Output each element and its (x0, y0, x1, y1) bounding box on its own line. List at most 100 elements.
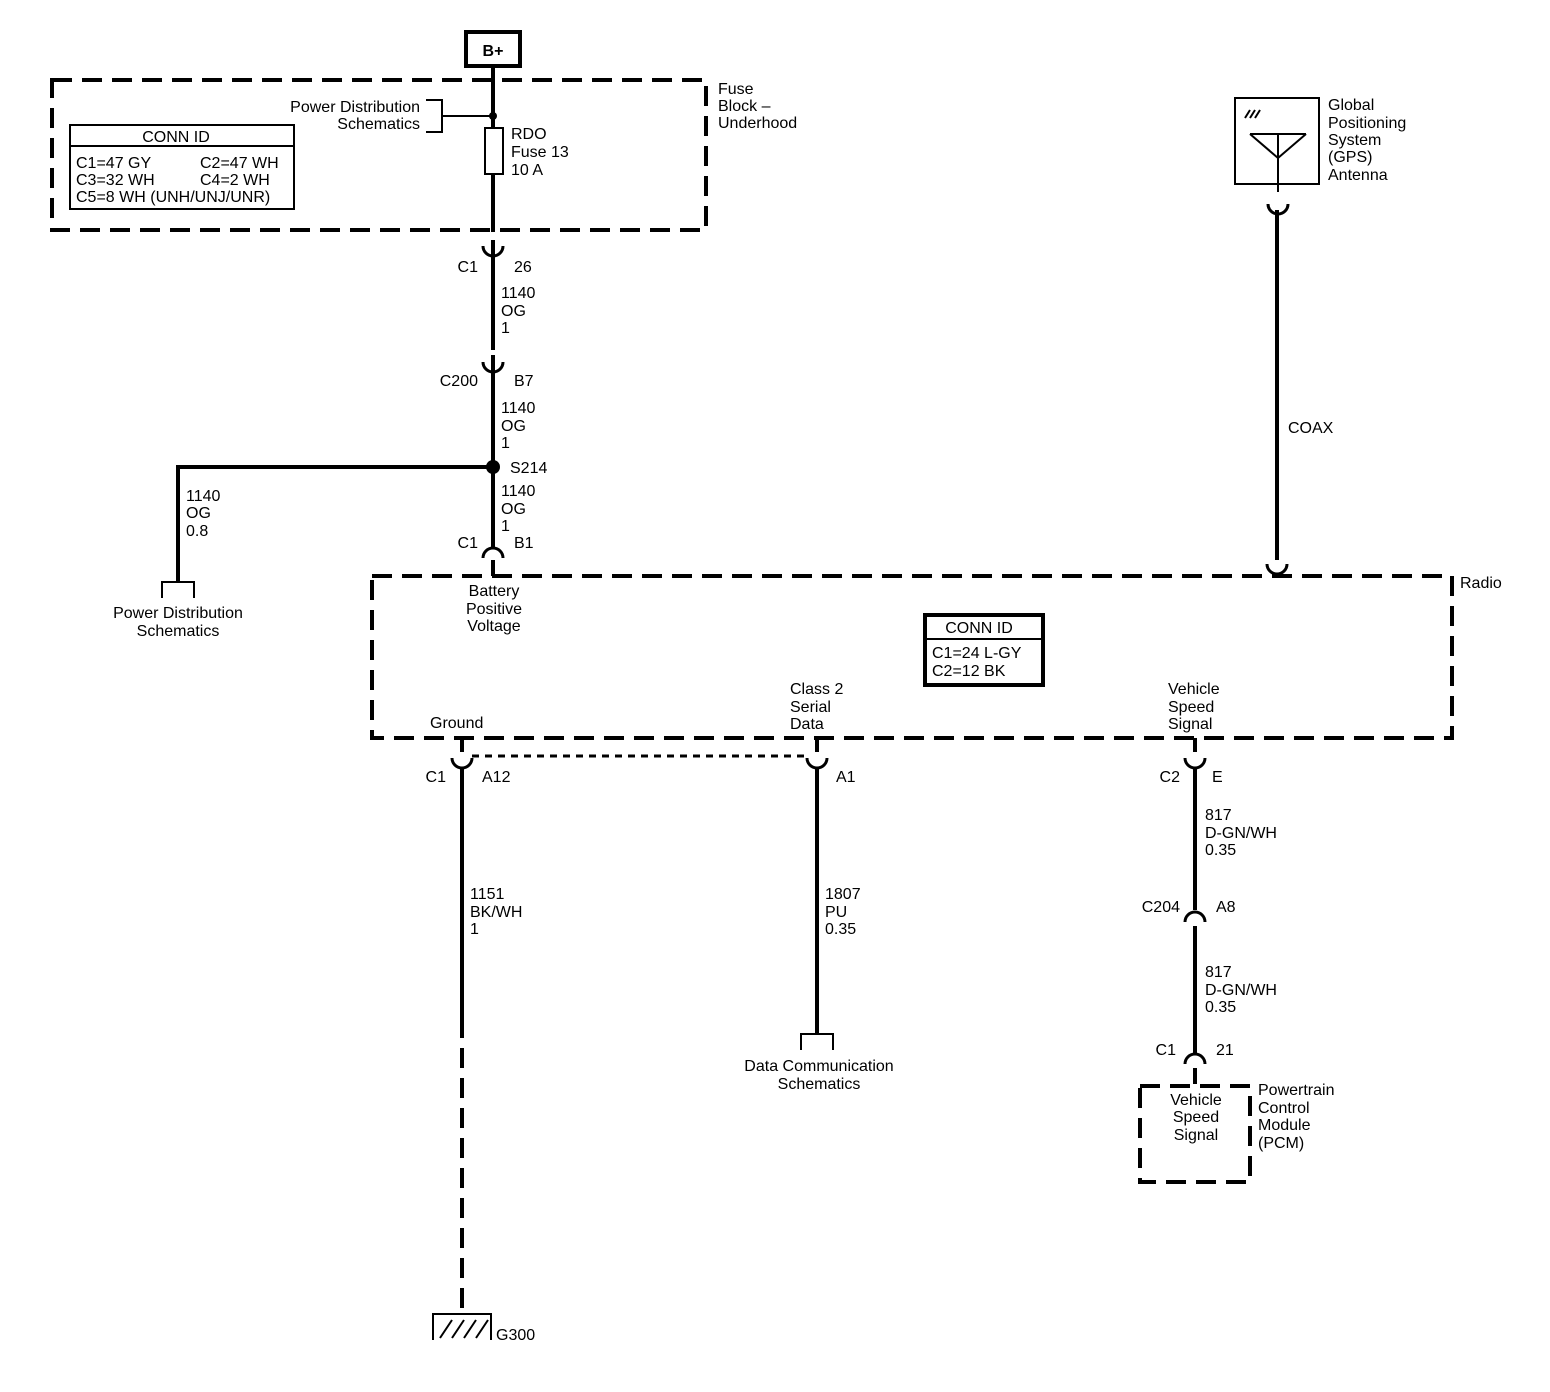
data-connector-icon (805, 757, 829, 770)
c204-connector-icon (1183, 910, 1207, 923)
svg-text:Speed: Speed (1168, 699, 1214, 716)
svg-text:C3=32 WH: C3=32 WH (76, 172, 155, 189)
svg-text:(PCM): (PCM) (1258, 1135, 1304, 1152)
ground-a12-label: A12 (482, 769, 511, 786)
radio-label: Radio (1460, 575, 1502, 592)
vss-c2-connector-icon (1183, 757, 1207, 770)
c200-pin-label: B7 (514, 373, 534, 390)
svg-text:1140: 1140 (501, 483, 536, 500)
power-dist-label-bottom: Power Distribution Schematics (113, 605, 243, 640)
svg-text:1807: 1807 (825, 886, 861, 903)
c1-pin-label: 26 (514, 259, 532, 276)
svg-text:OG: OG (501, 303, 526, 320)
data-communication-label: Data Communication Schematics (744, 1058, 893, 1093)
svg-text:C1=47 GY: C1=47 GY (76, 155, 151, 172)
svg-text:(GPS): (GPS) (1328, 149, 1372, 166)
vss-e-pin-label: E (1212, 769, 1223, 786)
svg-text:Fuse: Fuse (718, 81, 754, 98)
fuse-label: RDO Fuse 13 10 A (511, 126, 569, 179)
fuse-block-label: Fuse Block – Underhood (718, 81, 797, 132)
svg-text:Control: Control (1258, 1100, 1310, 1117)
svg-text:Data Communication: Data Communication (744, 1058, 893, 1075)
svg-text:Class 2: Class 2 (790, 681, 843, 698)
c204-label: C204 (1142, 899, 1180, 916)
svg-text:Data: Data (790, 716, 824, 733)
pcm-outline (1138, 1084, 1252, 1184)
branch-bracket (161, 581, 195, 598)
svg-text:Antenna: Antenna (1328, 167, 1388, 184)
svg-text:BK/WH: BK/WH (470, 904, 522, 921)
radio-b1-pin-label: B1 (514, 535, 534, 552)
g300-label: G300 (496, 1327, 535, 1344)
svg-text:1: 1 (470, 921, 479, 938)
pcm-vss-label: Vehicle Speed Signal (1170, 1092, 1222, 1144)
data-a1-label: A1 (836, 769, 856, 786)
svg-text:1: 1 (501, 435, 510, 452)
svg-text:OG: OG (501, 501, 526, 518)
class2-serial-data-label: Class 2 Serial Data (790, 681, 843, 733)
svg-text:C2=12 BK: C2=12 BK (932, 663, 1006, 680)
svg-text:C2=47 WH: C2=47 WH (200, 155, 279, 172)
fuse-block-outline (50, 78, 708, 232)
power-dist-bracket (426, 99, 443, 133)
branch-wire (176, 465, 493, 582)
branch-wire-label: 1140 OG 0.8 (186, 488, 221, 540)
wire-1140-seg2-label: 1140 OG 1 (501, 400, 536, 452)
wire-1140-seg1-label: 1140 OG 1 (501, 285, 536, 337)
svg-text:Schematics: Schematics (778, 1076, 861, 1093)
svg-text:1: 1 (501, 320, 510, 337)
svg-text:817: 817 (1205, 807, 1232, 824)
data-wire-label: 1807 PU 0.35 (825, 886, 861, 938)
svg-text:0.8: 0.8 (186, 523, 208, 540)
svg-text:Underhood: Underhood (718, 115, 797, 132)
svg-text:C1=24 L-GY: C1=24 L-GY (932, 645, 1022, 662)
svg-text:D-GN/WH: D-GN/WH (1205, 982, 1277, 999)
wire-1140-seg3-label: 1140 OG 1 (501, 483, 536, 535)
svg-text:Signal: Signal (1174, 1127, 1218, 1144)
svg-text:Positive: Positive (466, 601, 522, 618)
pcm-label: Powertrain Control Module (PCM) (1258, 1082, 1334, 1152)
svg-text:PU: PU (825, 904, 847, 921)
svg-text:CONN ID: CONN ID (945, 620, 1013, 637)
svg-text:Fuse 13: Fuse 13 (511, 144, 569, 161)
svg-text:Powertrain: Powertrain (1258, 1082, 1334, 1099)
battery-positive-voltage-label: Battery Positive Voltage (466, 583, 522, 635)
radio-outline (370, 574, 1454, 740)
ground-symbol-icon (432, 1313, 492, 1340)
svg-text:Battery: Battery (469, 583, 520, 600)
svg-text:OG: OG (501, 418, 526, 435)
svg-text:10 A: 10 A (511, 162, 543, 179)
pcm-c1-connector-icon (1183, 1052, 1207, 1065)
svg-text:Signal: Signal (1168, 716, 1212, 733)
svg-text:C4=2 WH: C4=2 WH (200, 172, 270, 189)
svg-text:Schematics: Schematics (337, 116, 420, 133)
svg-text:Power Distribution: Power Distribution (290, 99, 420, 116)
svg-text:Serial: Serial (790, 699, 831, 716)
ground-c1-label: C1 (426, 769, 447, 786)
radio-coax-connector-icon (1265, 563, 1289, 576)
data-bracket (800, 1033, 834, 1050)
svg-text:Vehicle: Vehicle (1170, 1092, 1222, 1109)
c204-pin-label: A8 (1216, 899, 1236, 916)
pcm-pin-21-label: 21 (1216, 1042, 1234, 1059)
antenna-icon (1244, 109, 1307, 192)
svg-text:817: 817 (1205, 964, 1232, 981)
svg-text:Schematics: Schematics (137, 623, 220, 640)
svg-text:1140: 1140 (501, 285, 536, 302)
svg-text:0.35: 0.35 (825, 921, 856, 938)
svg-text:C5=8 WH (UNH/UNJ/UNR): C5=8 WH (UNH/UNJ/UNR) (76, 189, 270, 206)
vss-wire-seg1-label: 817 D-GN/WH 0.35 (1205, 807, 1277, 859)
radio-c1-b1-connector-icon (481, 546, 505, 559)
svg-text:1140: 1140 (186, 488, 221, 505)
vss-wire-seg2-label: 817 D-GN/WH 0.35 (1205, 964, 1277, 1016)
svg-text:System: System (1328, 132, 1381, 149)
gps-label: Global Positioning System (GPS) Antenna (1328, 97, 1406, 184)
s214-label: S214 (510, 460, 547, 477)
radio-c1-label: C1 (458, 535, 479, 552)
svg-text:CONN ID: CONN ID (142, 129, 210, 146)
svg-text:1140: 1140 (501, 400, 536, 417)
fuse-block-conn-id-table: CONN ID C1=47 GY C2=47 WH C3=32 WH C4=2 … (69, 124, 295, 210)
pcm-c1-label: C1 (1156, 1042, 1177, 1059)
svg-text:Positioning: Positioning (1328, 115, 1406, 132)
